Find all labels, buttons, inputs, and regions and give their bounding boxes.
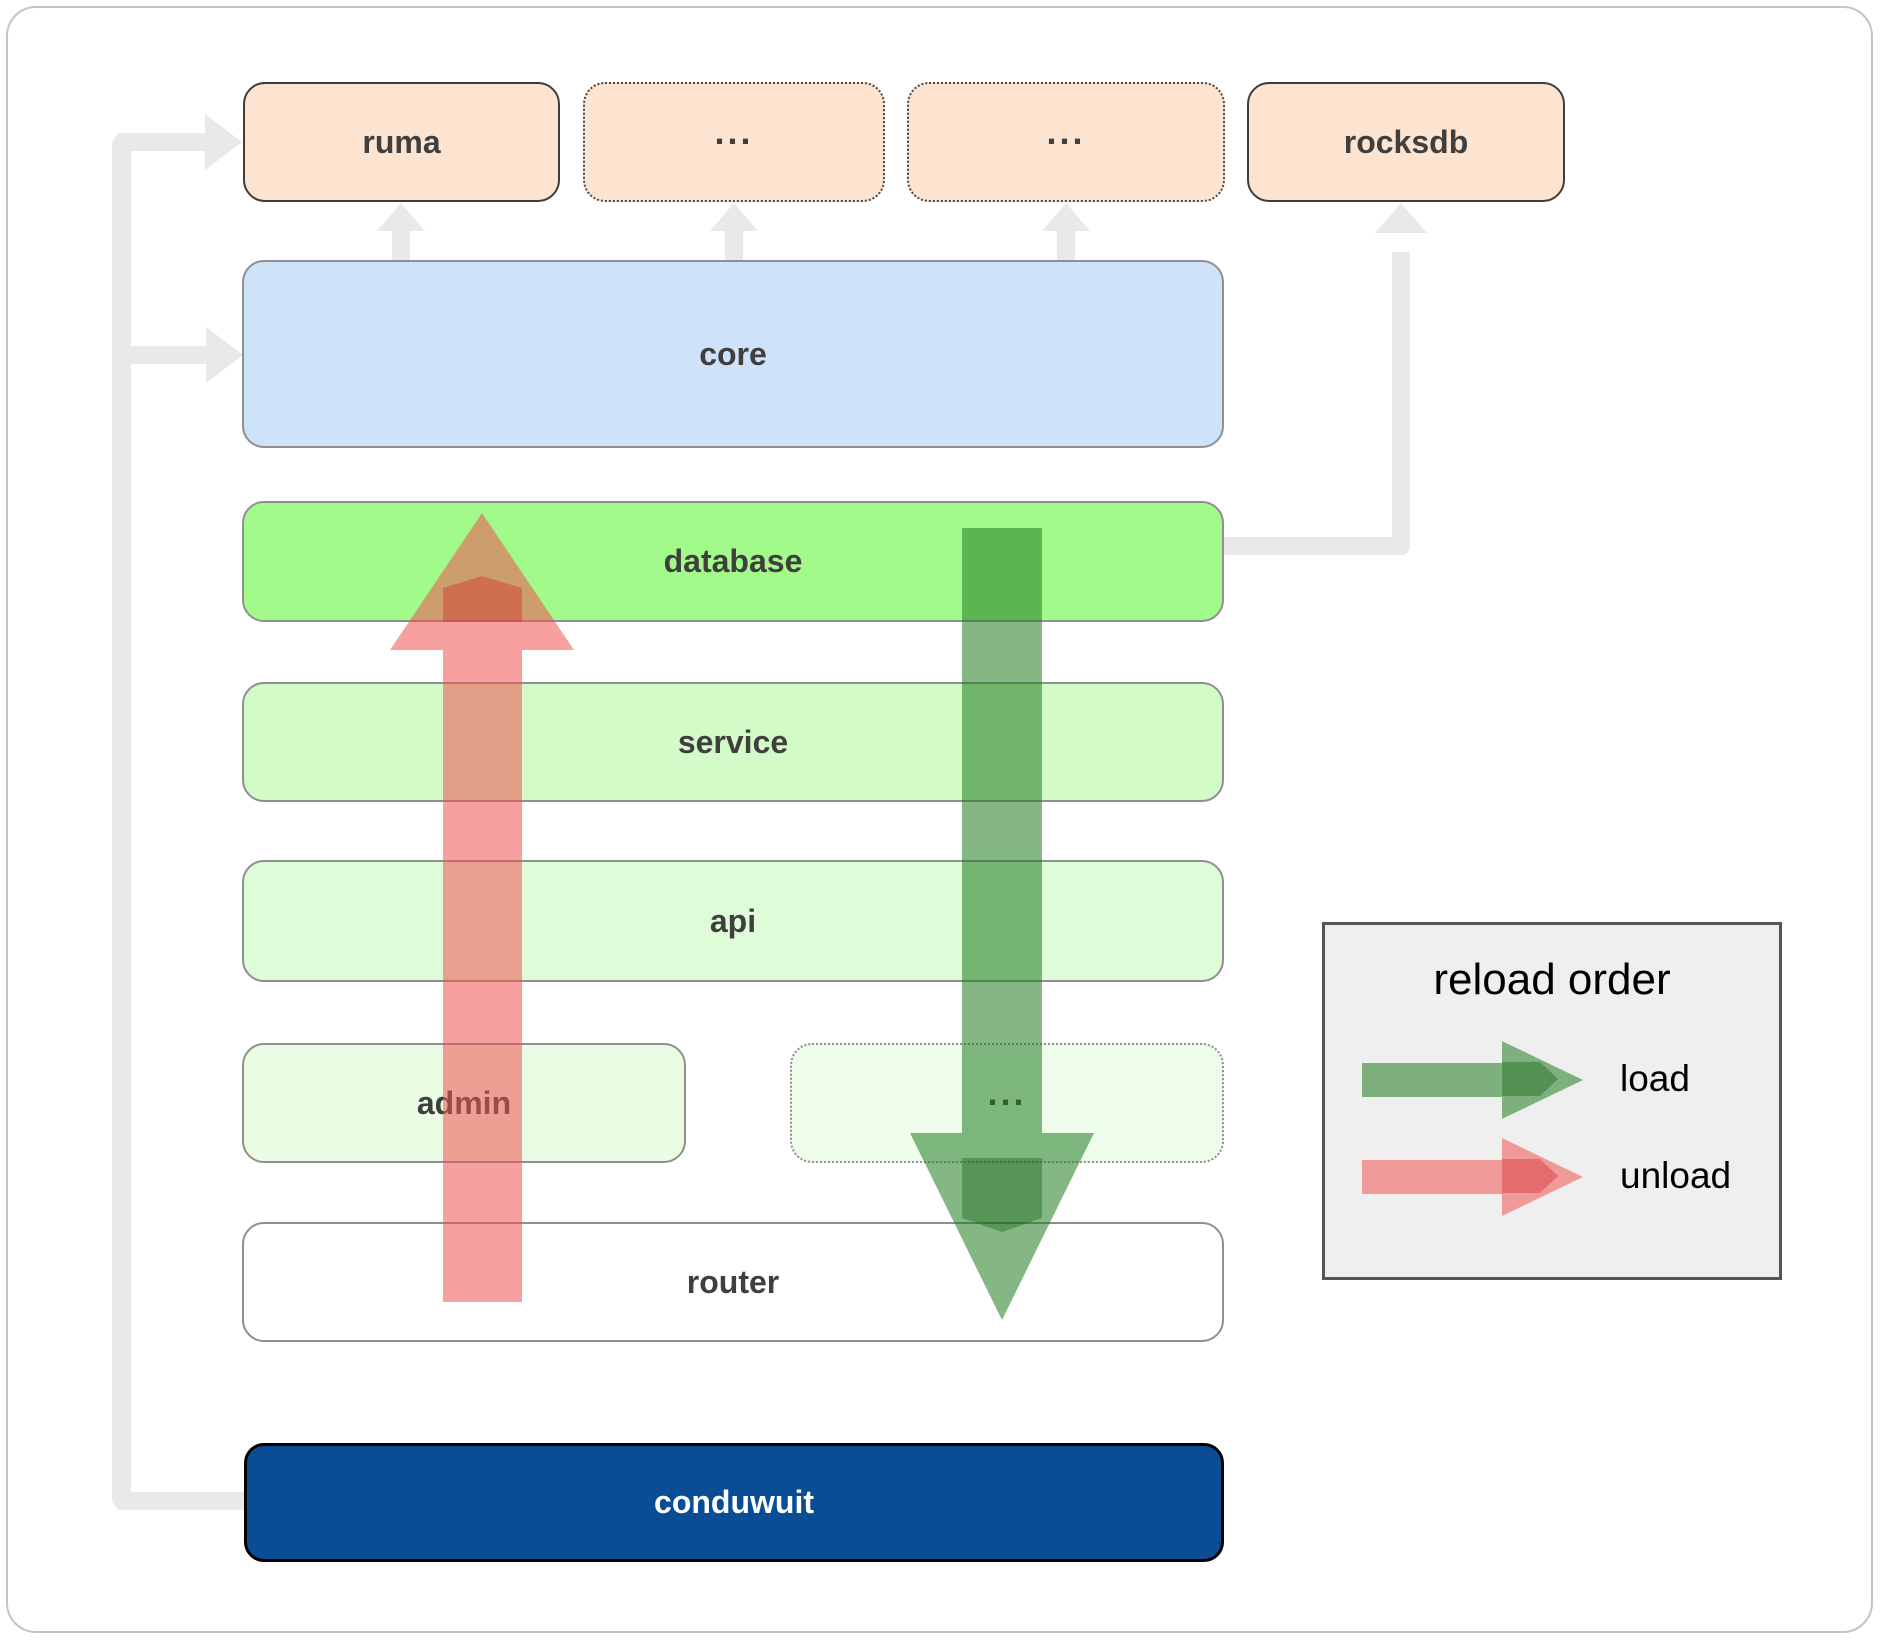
box-ellipsis-1: ... <box>583 82 885 202</box>
box-database: database <box>242 501 1224 622</box>
box-service-label: service <box>677 723 789 760</box>
box-conduwuit: conduwuit <box>244 1443 1224 1562</box>
connector-core-to-dots2 <box>1057 230 1075 260</box>
box-api: api <box>242 860 1224 982</box>
arrowhead-up-dots1-icon <box>710 203 758 231</box>
legend-title: reload order <box>1433 955 1671 1004</box>
box-ellipsis-2-label: ... <box>1046 111 1086 152</box>
box-conduwuit-label: conduwuit <box>654 1484 814 1520</box>
legend-box: reload order <box>1322 922 1782 1280</box>
box-ruma-label: ruma <box>362 123 441 160</box>
connector-rocksdb-rail <box>1392 252 1410 549</box>
connector-from-conduwuit <box>118 1492 246 1510</box>
connector-to-core <box>118 346 207 364</box>
arrowhead-up-dots2-icon <box>1042 203 1090 231</box>
arrowhead-up-ruma-icon <box>377 203 425 231</box>
connector-core-to-ruma <box>392 230 410 260</box>
box-ruma: ruma <box>243 82 560 202</box>
box-router: router <box>242 1222 1224 1342</box>
box-rocksdb-label: rocksdb <box>1343 123 1469 160</box>
arrowhead-to-ruma-icon <box>205 114 242 170</box>
connector-to-ruma <box>118 133 206 151</box>
box-core: core <box>242 260 1224 448</box>
box-router-label: router <box>686 1263 780 1300</box>
box-core-label: core <box>699 335 767 372</box>
arrowhead-to-core-icon <box>206 327 243 383</box>
arrowhead-to-rocksdb-icon <box>1375 203 1427 233</box>
load-arrow-overlap-icon <box>962 1158 1042 1232</box>
box-ellipsis-1-label: ... <box>714 111 754 152</box>
connector-database-to-rocksdb <box>1224 537 1410 555</box>
box-database-label: database <box>663 543 803 579</box>
legend-load-label: load <box>1620 1058 1690 1099</box>
connector-left-rail <box>112 133 131 1510</box>
box-rocksdb: rocksdb <box>1247 82 1565 202</box>
box-ellipsis-2: ... <box>907 82 1225 202</box>
box-service: service <box>242 682 1224 802</box>
box-api-label: api <box>709 902 757 939</box>
legend-unload-label: unload <box>1620 1155 1732 1196</box>
connector-core-to-dots1 <box>725 230 743 260</box>
canvas-border <box>6 6 1873 1633</box>
